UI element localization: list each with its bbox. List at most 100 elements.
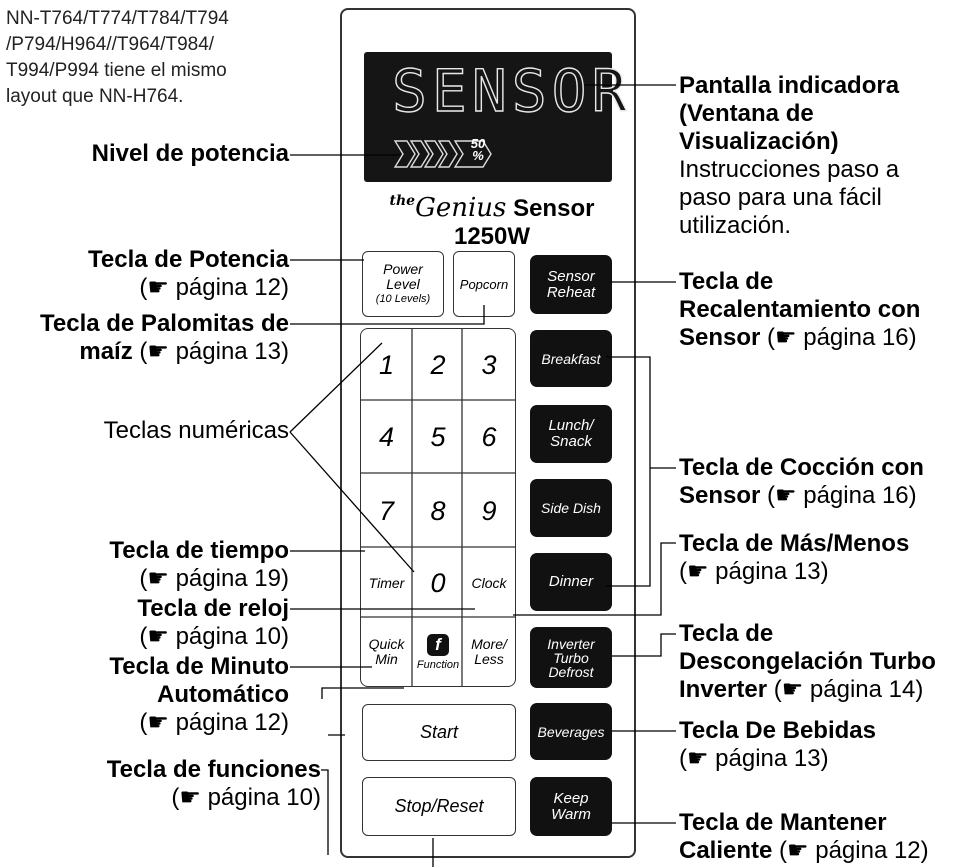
leader-numericas-2 xyxy=(289,431,415,573)
function-button[interactable]: f Function xyxy=(413,618,463,686)
digit-3-button[interactable]: 3 xyxy=(481,349,497,380)
keep-warm-line1: Keep xyxy=(553,789,589,807)
number-pad-grid xyxy=(359,327,516,687)
sensor-reheat-line1: Sensor xyxy=(547,267,595,285)
model-note-line: layout que NN-H764. xyxy=(6,86,184,107)
digit-2-button[interactable]: 2 xyxy=(430,349,446,380)
inverter-turbo-defrost-button[interactable]: Inverter Turbo Defrost xyxy=(530,627,612,688)
side-dish-button[interactable]: Side Dish xyxy=(530,479,612,537)
quick-min-button[interactable]: Quick Min xyxy=(361,618,412,686)
model-note-line: /P794/H964//T964/T984/ xyxy=(6,34,215,55)
digit-1-button[interactable]: 1 xyxy=(378,349,395,380)
start-button[interactable]: Start xyxy=(362,704,516,761)
breakfast-button[interactable]: Breakfast xyxy=(530,330,612,387)
label-pantalla-title1: Pantalla indicadora xyxy=(679,72,900,99)
power-chevron-2 xyxy=(409,140,430,168)
label-teclas-numericas-title: Teclas numéricas xyxy=(103,417,289,444)
brand-the: the xyxy=(389,193,416,209)
power-level-line2: Level xyxy=(386,275,420,292)
label-tecla-potencia: Tecla de Potencia (☛ página 12) xyxy=(88,246,289,302)
label-teclas-numericas: Teclas numéricas xyxy=(104,417,289,445)
label-tecla-potencia-title: Tecla de Potencia xyxy=(88,246,289,273)
clock-button[interactable]: Clock xyxy=(471,574,507,591)
brand-sensor: Sensor xyxy=(513,195,595,222)
function-icon: f xyxy=(427,633,449,656)
lunch-snack-line1: Lunch/ xyxy=(548,417,594,434)
beverages-button[interactable]: Beverages xyxy=(530,703,612,760)
stop-reset-button[interactable]: Stop/Reset xyxy=(362,777,516,836)
leader-mas-menos xyxy=(513,542,676,616)
model-note-line: T994/P994 tiene el mismo xyxy=(6,60,227,81)
power-level-indicator xyxy=(393,140,492,168)
power-level-button[interactable]: Power Level (10 Levels) xyxy=(362,251,444,317)
label-bebidas-ref: (☛ página 13) xyxy=(679,745,829,772)
power-percent: 50 % xyxy=(467,137,489,163)
leader-funciones-a xyxy=(321,769,329,855)
more-less-line2: Less xyxy=(474,651,504,667)
function-label: Function xyxy=(416,658,460,671)
power-chevron-4 xyxy=(437,140,458,168)
label-descongelacion-ref: (☛ página 14) xyxy=(773,676,924,703)
power-chevron-5 xyxy=(453,140,492,168)
digit-4-button[interactable]: 4 xyxy=(378,422,395,452)
inverter-line2: Turbo xyxy=(553,649,589,666)
digit-7-button[interactable]: 7 xyxy=(378,495,395,526)
power-chevron-3 xyxy=(423,140,444,168)
leader-coccion-bracket xyxy=(606,356,651,587)
digit-8-button[interactable]: 8 xyxy=(430,495,446,526)
inverter-line1: Inverter xyxy=(547,635,595,652)
label-mantener-title1: Tecla de Mantener xyxy=(679,809,887,836)
digit-5-button[interactable]: 5 xyxy=(430,422,446,452)
model-note: NN-T764/T774/T784/T794 /P794/H964//T964/… xyxy=(6,6,229,110)
label-coccion-title1: Tecla de Cocción con xyxy=(679,454,924,481)
number-pad: 1 2 3 4 5 6 7 8 9 Timer 0 Clock Quick Mi… xyxy=(359,327,516,687)
control-panel xyxy=(340,8,636,858)
quick-min-line2: Min xyxy=(375,651,398,667)
label-tecla-reloj-ref: (☛ página 10) xyxy=(139,623,289,650)
label-tecla-tiempo-ref: (☛ página 19) xyxy=(139,565,289,592)
label-recalentamiento-title3: Sensor xyxy=(679,324,761,351)
display-text: SENSOR xyxy=(391,56,632,125)
timer-button[interactable]: Timer xyxy=(368,574,405,591)
label-bebidas: Tecla De Bebidas (☛ página 13) xyxy=(679,717,876,773)
power-percent-sign: % xyxy=(472,148,484,163)
label-tecla-palomitas-title1: Tecla de Palomitas de xyxy=(40,310,289,337)
label-recalentamiento-ref: (☛ página 16) xyxy=(767,324,917,351)
more-less-button[interactable]: More/ Less xyxy=(463,618,515,686)
lunch-snack-button[interactable]: Lunch/ Snack xyxy=(530,405,612,463)
label-tecla-funciones-title: Tecla de funciones xyxy=(106,756,321,783)
label-pantalla: Pantalla indicadora (Ventana de Visualiz… xyxy=(679,72,899,240)
label-pantalla-desc1: Instrucciones paso a xyxy=(679,156,900,183)
keep-warm-button[interactable]: Keep Warm xyxy=(530,777,612,836)
power-level-line1: Power xyxy=(383,260,423,277)
digit-6-button[interactable]: 6 xyxy=(481,422,497,452)
label-mas-menos-ref: (☛ página 13) xyxy=(679,558,829,585)
label-tecla-palomitas-ref: (☛ página 13) xyxy=(139,338,289,365)
label-tecla-funciones: Tecla de funciones (☛ página 10) xyxy=(107,756,321,812)
label-tecla-tiempo-title: Tecla de tiempo xyxy=(109,537,289,564)
lunch-snack-line2: Snack xyxy=(550,433,592,450)
digit-0-button[interactable]: 0 xyxy=(430,567,446,598)
sensor-reheat-line2: Reheat xyxy=(546,283,596,301)
inverter-line3: Defrost xyxy=(548,663,594,680)
label-coccion-ref: (☛ página 16) xyxy=(767,482,917,509)
brand-logo: theGenius Sensor 1250W xyxy=(360,193,624,251)
label-nivel-potencia-title: Nivel de potencia xyxy=(91,140,289,167)
label-descongelacion-title3: Inverter xyxy=(679,676,768,703)
brand-watt: 1250W xyxy=(453,223,531,250)
digit-9-button[interactable]: 9 xyxy=(481,495,497,526)
power-chevron-1 xyxy=(393,140,416,168)
label-descongelacion: Tecla de Descongelación Turbo Inverter (… xyxy=(679,620,936,704)
label-tecla-tiempo: Tecla de tiempo (☛ página 19) xyxy=(109,537,289,593)
leader-palomitas xyxy=(290,305,485,325)
label-mantener-ref: (☛ página 12) xyxy=(779,837,929,864)
label-pantalla-title2: (Ventana de xyxy=(679,100,814,127)
dinner-button[interactable]: Dinner xyxy=(530,553,612,611)
label-pantalla-desc2: paso para una fácil xyxy=(679,184,882,211)
leader-descongelacion xyxy=(612,633,676,657)
sensor-reheat-button[interactable]: Sensor Reheat xyxy=(530,255,612,314)
label-coccion-title2: Sensor xyxy=(679,482,761,509)
label-recalentamiento-title1: Tecla de xyxy=(679,268,774,295)
label-tecla-reloj-title: Tecla de reloj xyxy=(137,595,289,622)
